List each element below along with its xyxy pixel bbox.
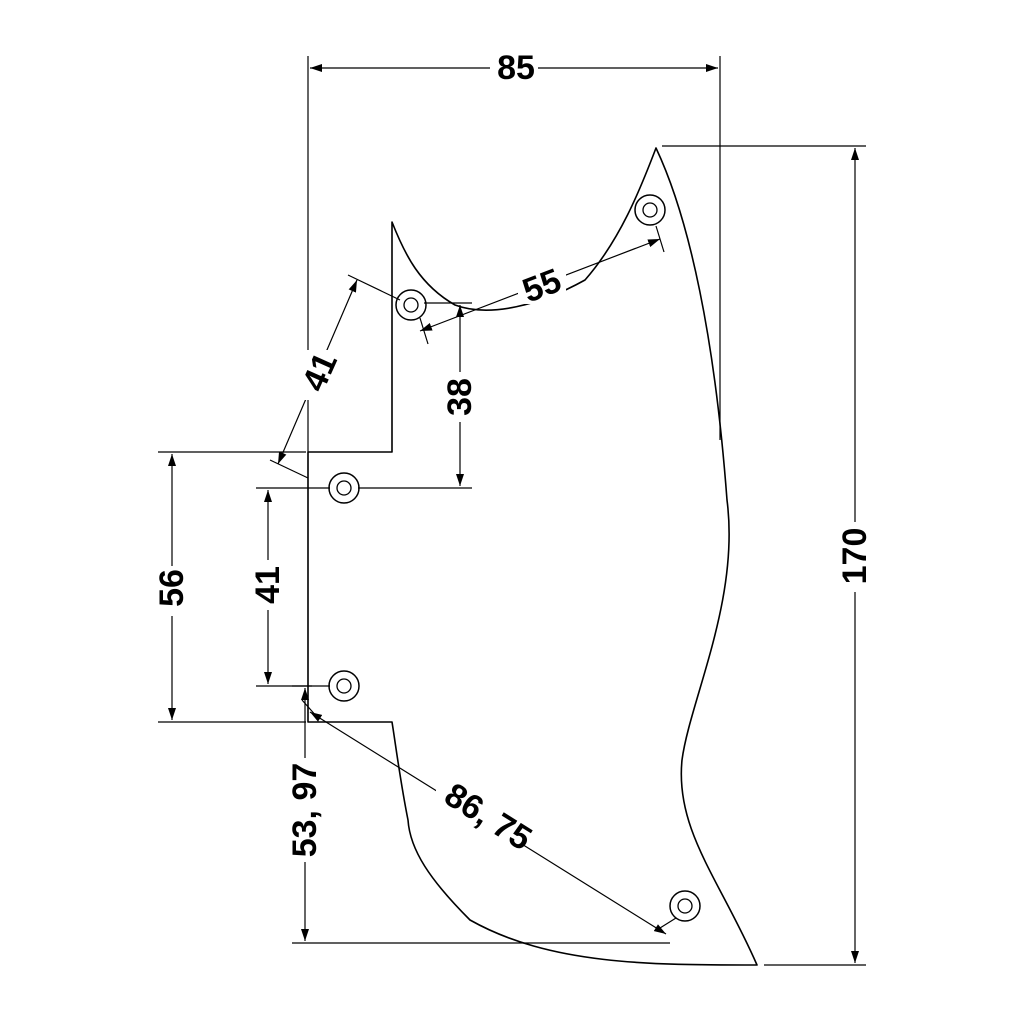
mount-hole-top-right [634,194,666,226]
dimension-bottom-diagonal-label: 86, 75 [438,776,538,858]
dimension-width-label: 85 [497,49,535,87]
dimension-width: 85 [307,49,721,452]
mount-hole-mid-left-top [328,472,360,504]
mount-hole-mid-left-bottom [328,670,360,702]
dimension-top-hole-height: 38 [358,302,480,489]
dimension-height-label: 170 [836,528,874,585]
dimension-diagonal-left: 41 [269,274,401,479]
dimension-height: 170 [662,145,874,966]
mount-hole-upper-left [395,289,427,321]
dimension-bottom-offset: 53, 97 [286,685,670,944]
dimension-bottom-diagonal: 86, 75 [301,699,677,935]
dimension-diagonal-top: 55 [419,225,665,345]
dimension-top-hole-height-label: 38 [441,378,479,416]
mount-hole-bottom-right [669,890,701,922]
dimension-bottom-offset-label: 53, 97 [286,763,324,858]
dimension-left-height-label: 56 [153,569,191,607]
dimension-hole-spacing: 41 [249,487,330,687]
dimension-hole-spacing-label: 41 [249,566,287,604]
